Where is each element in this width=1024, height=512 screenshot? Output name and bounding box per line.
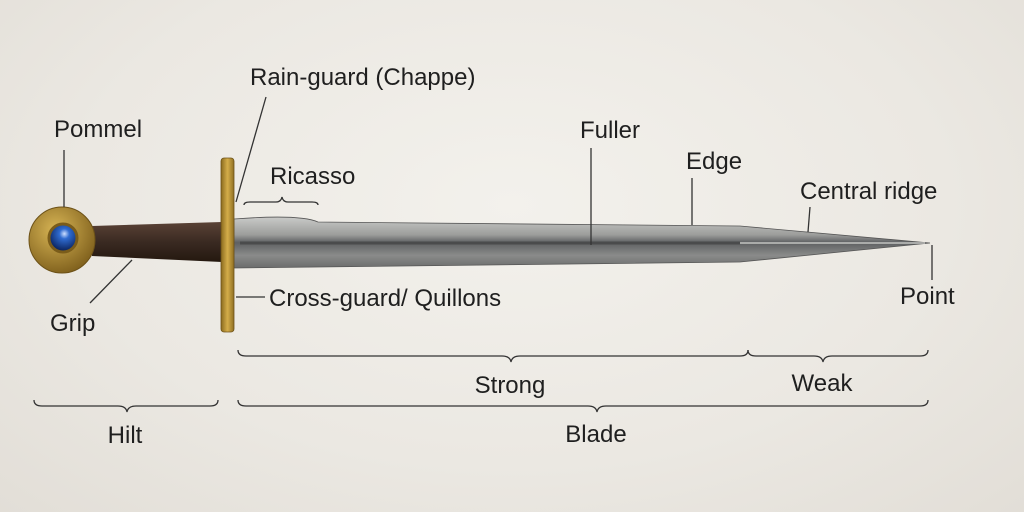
strong-label: Strong [475, 372, 546, 399]
blade-label: Blade [565, 421, 626, 448]
cross-guard-label: Cross-guard/ Quillons [269, 285, 501, 312]
central-ridge-leader [807, 206, 811, 233]
rain-guard-label: Rain-guard (Chappe) [250, 64, 475, 91]
rain-guard-leader [235, 96, 267, 203]
edge-label: Edge [686, 148, 742, 175]
central-ridge-label: Central ridge [800, 178, 937, 205]
pommel-label: Pommel [54, 116, 142, 143]
fuller-label: Fuller [580, 117, 640, 144]
sword [28, 157, 931, 333]
cross-guard [220, 157, 235, 333]
grip [92, 222, 222, 262]
grip-leader [89, 259, 133, 304]
pommel-gem-icon [47, 222, 79, 254]
weak-brace [747, 349, 929, 363]
strong-brace [237, 349, 749, 363]
ricasso-brace [243, 196, 319, 206]
grip-label: Grip [50, 310, 95, 337]
point-label: Point [900, 283, 955, 310]
blade-brace [237, 399, 929, 413]
hilt-label: Hilt [108, 422, 143, 449]
weak-label: Weak [792, 370, 854, 397]
ricasso-label: Ricasso [270, 163, 355, 190]
hilt-brace [33, 399, 219, 413]
